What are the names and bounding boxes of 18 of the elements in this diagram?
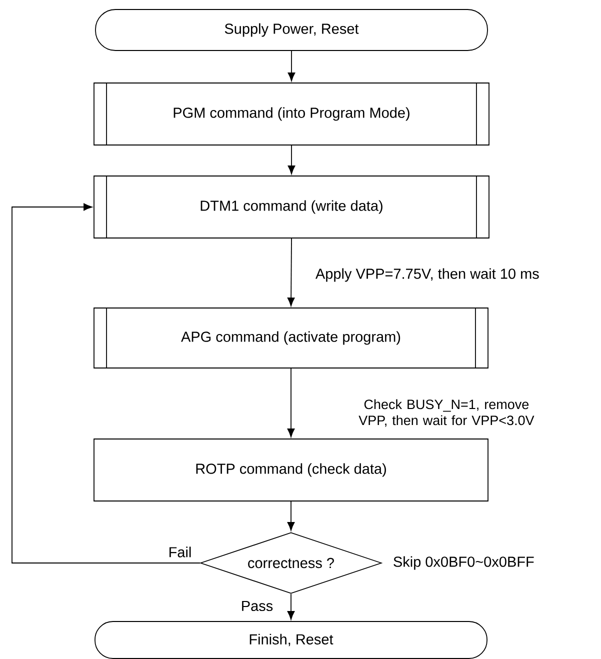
- edge-label: Apply VPP=7.75V, then wait 10 ms: [315, 268, 539, 282]
- edge-label: Check BUSY_N=1, remove VPP, then wait for VPP<3.0V: [358, 399, 534, 427]
- process-box: ROTP command (check data): [94, 438, 488, 502]
- subroutine-box: APG command (activate program): [94, 307, 488, 369]
- arrow: [12, 203, 200, 564]
- edge-label: Fail: [170, 546, 191, 558]
- arrow: [287, 594, 295, 620]
- edge-label: Pass: [242, 600, 273, 612]
- terminal-box: Supply Power, Reset: [95, 9, 488, 51]
- arrow: [287, 238, 295, 306]
- arrow: [287, 368, 295, 438]
- terminal-box: Finish, Reset: [94, 621, 488, 659]
- subroutine-box: DTM1 command (write data): [94, 175, 490, 239]
- side-note: Skip 0x0BF0~0x0BFF: [394, 556, 534, 570]
- arrow: [288, 50, 296, 82]
- arrow: [287, 501, 295, 531]
- arrow: [288, 145, 296, 174]
- subroutine-box: PGM command (into Program Mode): [94, 82, 490, 146]
